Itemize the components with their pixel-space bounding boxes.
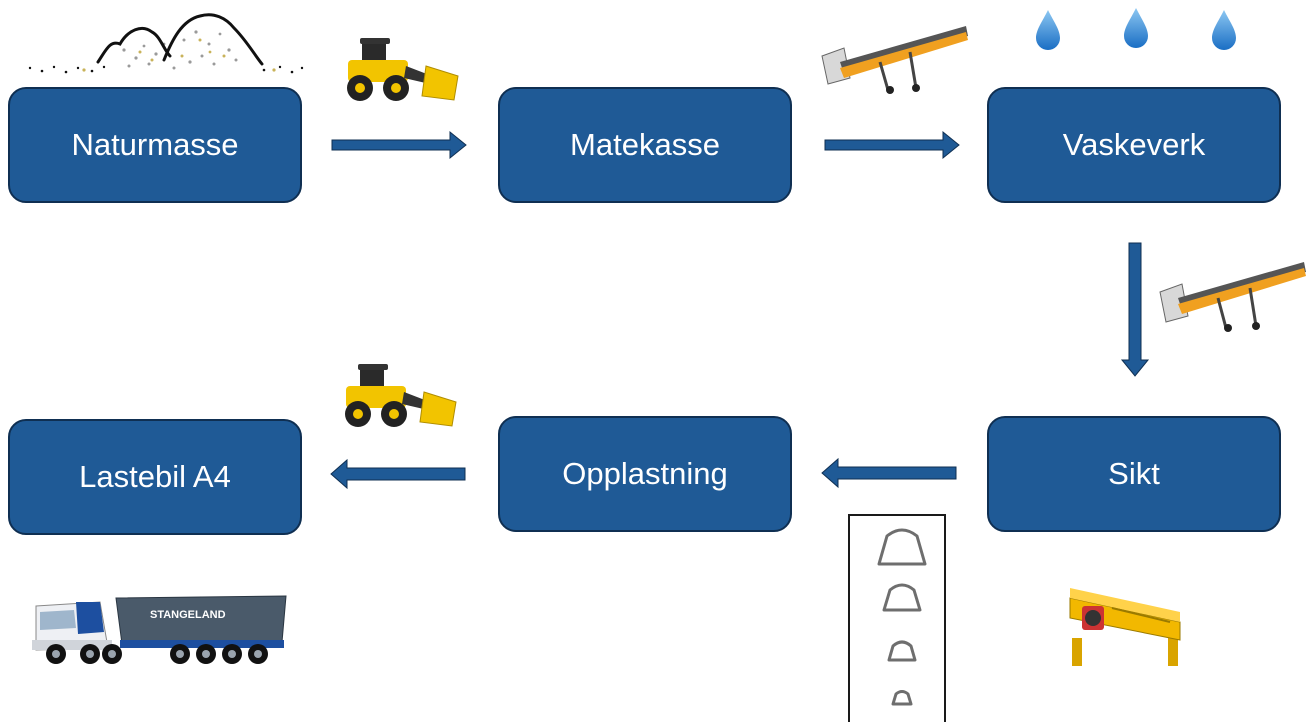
conveyor-belt-icon [821,26,968,94]
node-naturmasse: Naturmasse [8,87,302,203]
arrow-vaskeverk-to-sikt [1120,242,1150,377]
node-lastebil: Lastebil A4 [8,419,302,535]
node-sikt-label: Sikt [1108,456,1160,491]
conveyor-belt-icon [1159,262,1306,332]
node-sikt: Sikt [987,416,1281,532]
vibrating-screen-icon [1069,588,1181,666]
wheel-loader-icon [345,364,457,427]
particle-size-icon [848,514,946,722]
node-lastebil-label: Lastebil A4 [79,459,231,494]
node-matekasse: Matekasse [498,87,792,203]
node-matekasse-label: Matekasse [570,127,720,162]
node-vaskeverk: Vaskeverk [987,87,1281,203]
dump-truck-icon: STANGELAND [32,595,287,664]
water-drop-icon [1124,8,1148,48]
truck-brand-text: STANGELAND [150,609,226,621]
node-opplastning: Opplastning [498,416,792,532]
arrow-sikt-to-opplastning [821,457,957,489]
wheel-loader-icon [347,38,459,101]
arrow-opplastning-to-lastebil [330,458,466,490]
arrow-matekasse-to-vaskeverk [824,130,960,160]
water-drops-group [1036,8,1236,50]
arrow-naturmasse-to-matekasse [331,130,467,160]
node-opplastning-label: Opplastning [562,456,728,491]
node-vaskeverk-label: Vaskeverk [1062,127,1206,162]
gravel-pile-icon [28,13,304,74]
water-drop-icon [1036,10,1060,50]
node-naturmasse-label: Naturmasse [71,127,239,162]
water-drop-icon [1212,10,1236,50]
